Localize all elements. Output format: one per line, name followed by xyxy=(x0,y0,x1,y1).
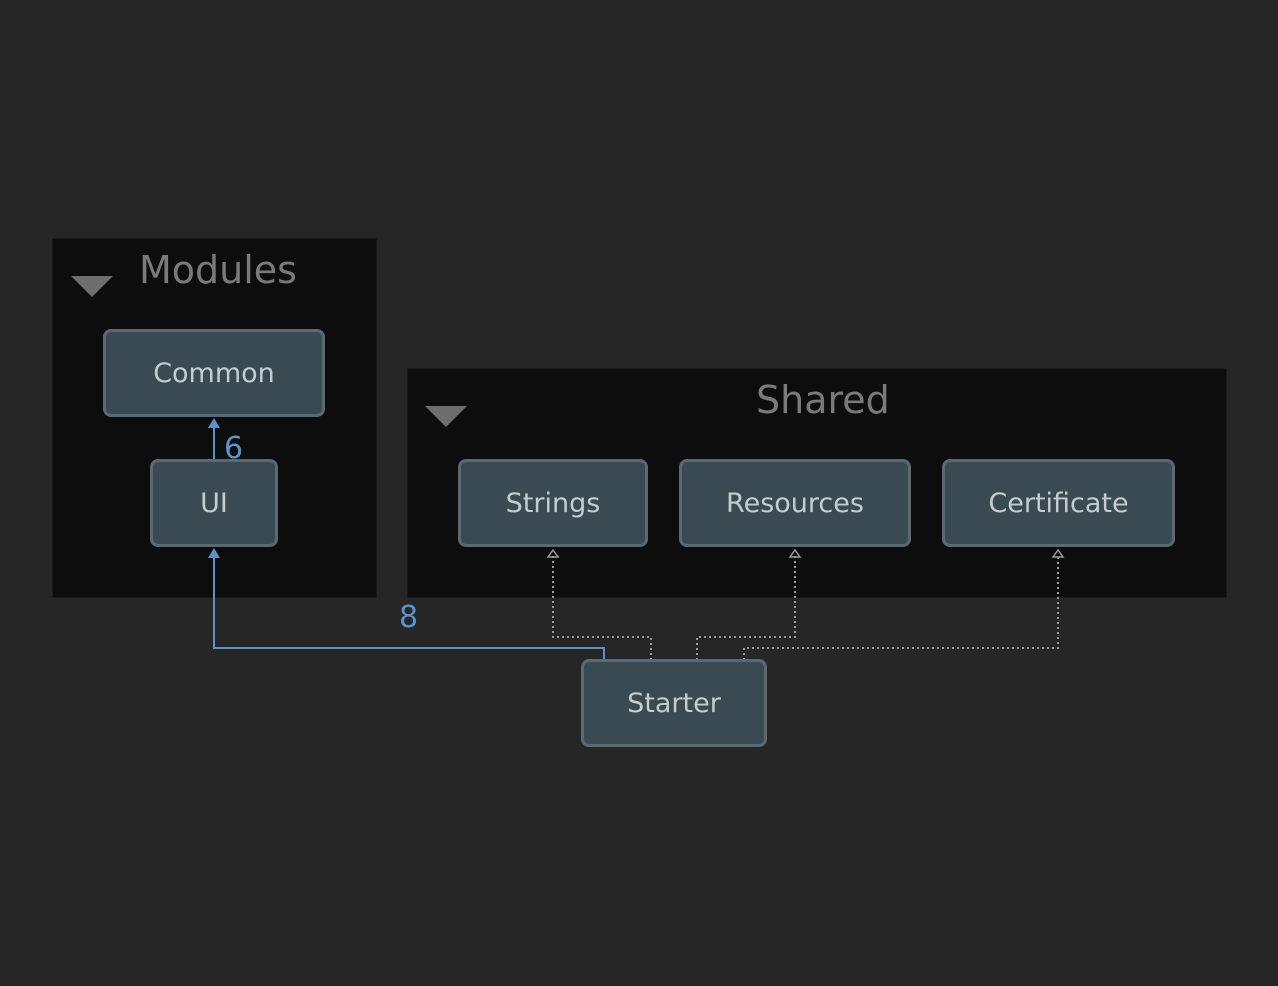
triangle-down-icon[interactable] xyxy=(71,276,113,297)
node-certificate[interactable]: Certificate xyxy=(942,459,1175,547)
edge-label-ui-common: 6 xyxy=(224,431,244,466)
group-modules-title: Modules xyxy=(139,248,297,292)
group-shared-title: Shared xyxy=(756,378,890,422)
edge-label-starter-ui: 8 xyxy=(399,600,419,635)
node-resources[interactable]: Resources xyxy=(679,459,911,547)
node-common[interactable]: Common xyxy=(103,329,325,417)
node-ui[interactable]: UI xyxy=(150,459,278,547)
triangle-down-icon[interactable] xyxy=(425,406,467,427)
node-starter[interactable]: Starter xyxy=(581,659,767,747)
node-strings[interactable]: Strings xyxy=(458,459,648,547)
